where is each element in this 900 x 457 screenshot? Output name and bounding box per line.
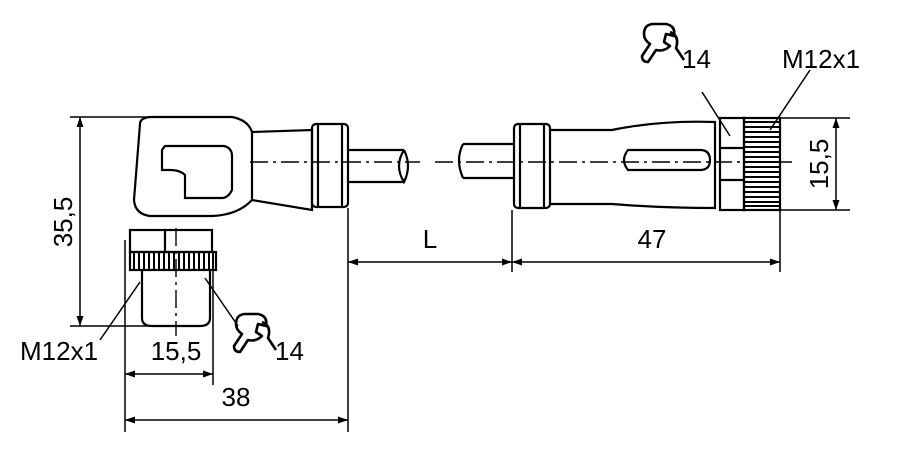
dim-length-straight: 47 xyxy=(638,224,667,254)
label-wrench-left: 14 xyxy=(275,336,304,366)
cable-stub-left xyxy=(348,148,410,185)
cable-stub-right xyxy=(457,142,514,180)
label-thread-right: M12x1 xyxy=(782,44,860,74)
dim-height-angled: 35,5 xyxy=(48,197,78,248)
dim-width-across-right: 15,5 xyxy=(804,139,834,190)
label-thread-left: M12x1 xyxy=(20,336,98,366)
angled-connector xyxy=(128,115,350,328)
dimension-lines xyxy=(70,69,850,432)
straight-connector xyxy=(512,116,782,212)
wrench-icon xyxy=(640,22,686,64)
label-wrench-right: 14 xyxy=(682,44,711,74)
dim-length-angled: 38 xyxy=(222,382,251,412)
centerline-left xyxy=(175,161,420,336)
dim-width-across-left: 15,5 xyxy=(151,336,202,366)
wrench-icon xyxy=(232,312,278,354)
knurl-right xyxy=(745,121,779,207)
knurl-left xyxy=(133,253,214,269)
dim-cable-length: L xyxy=(423,224,437,254)
